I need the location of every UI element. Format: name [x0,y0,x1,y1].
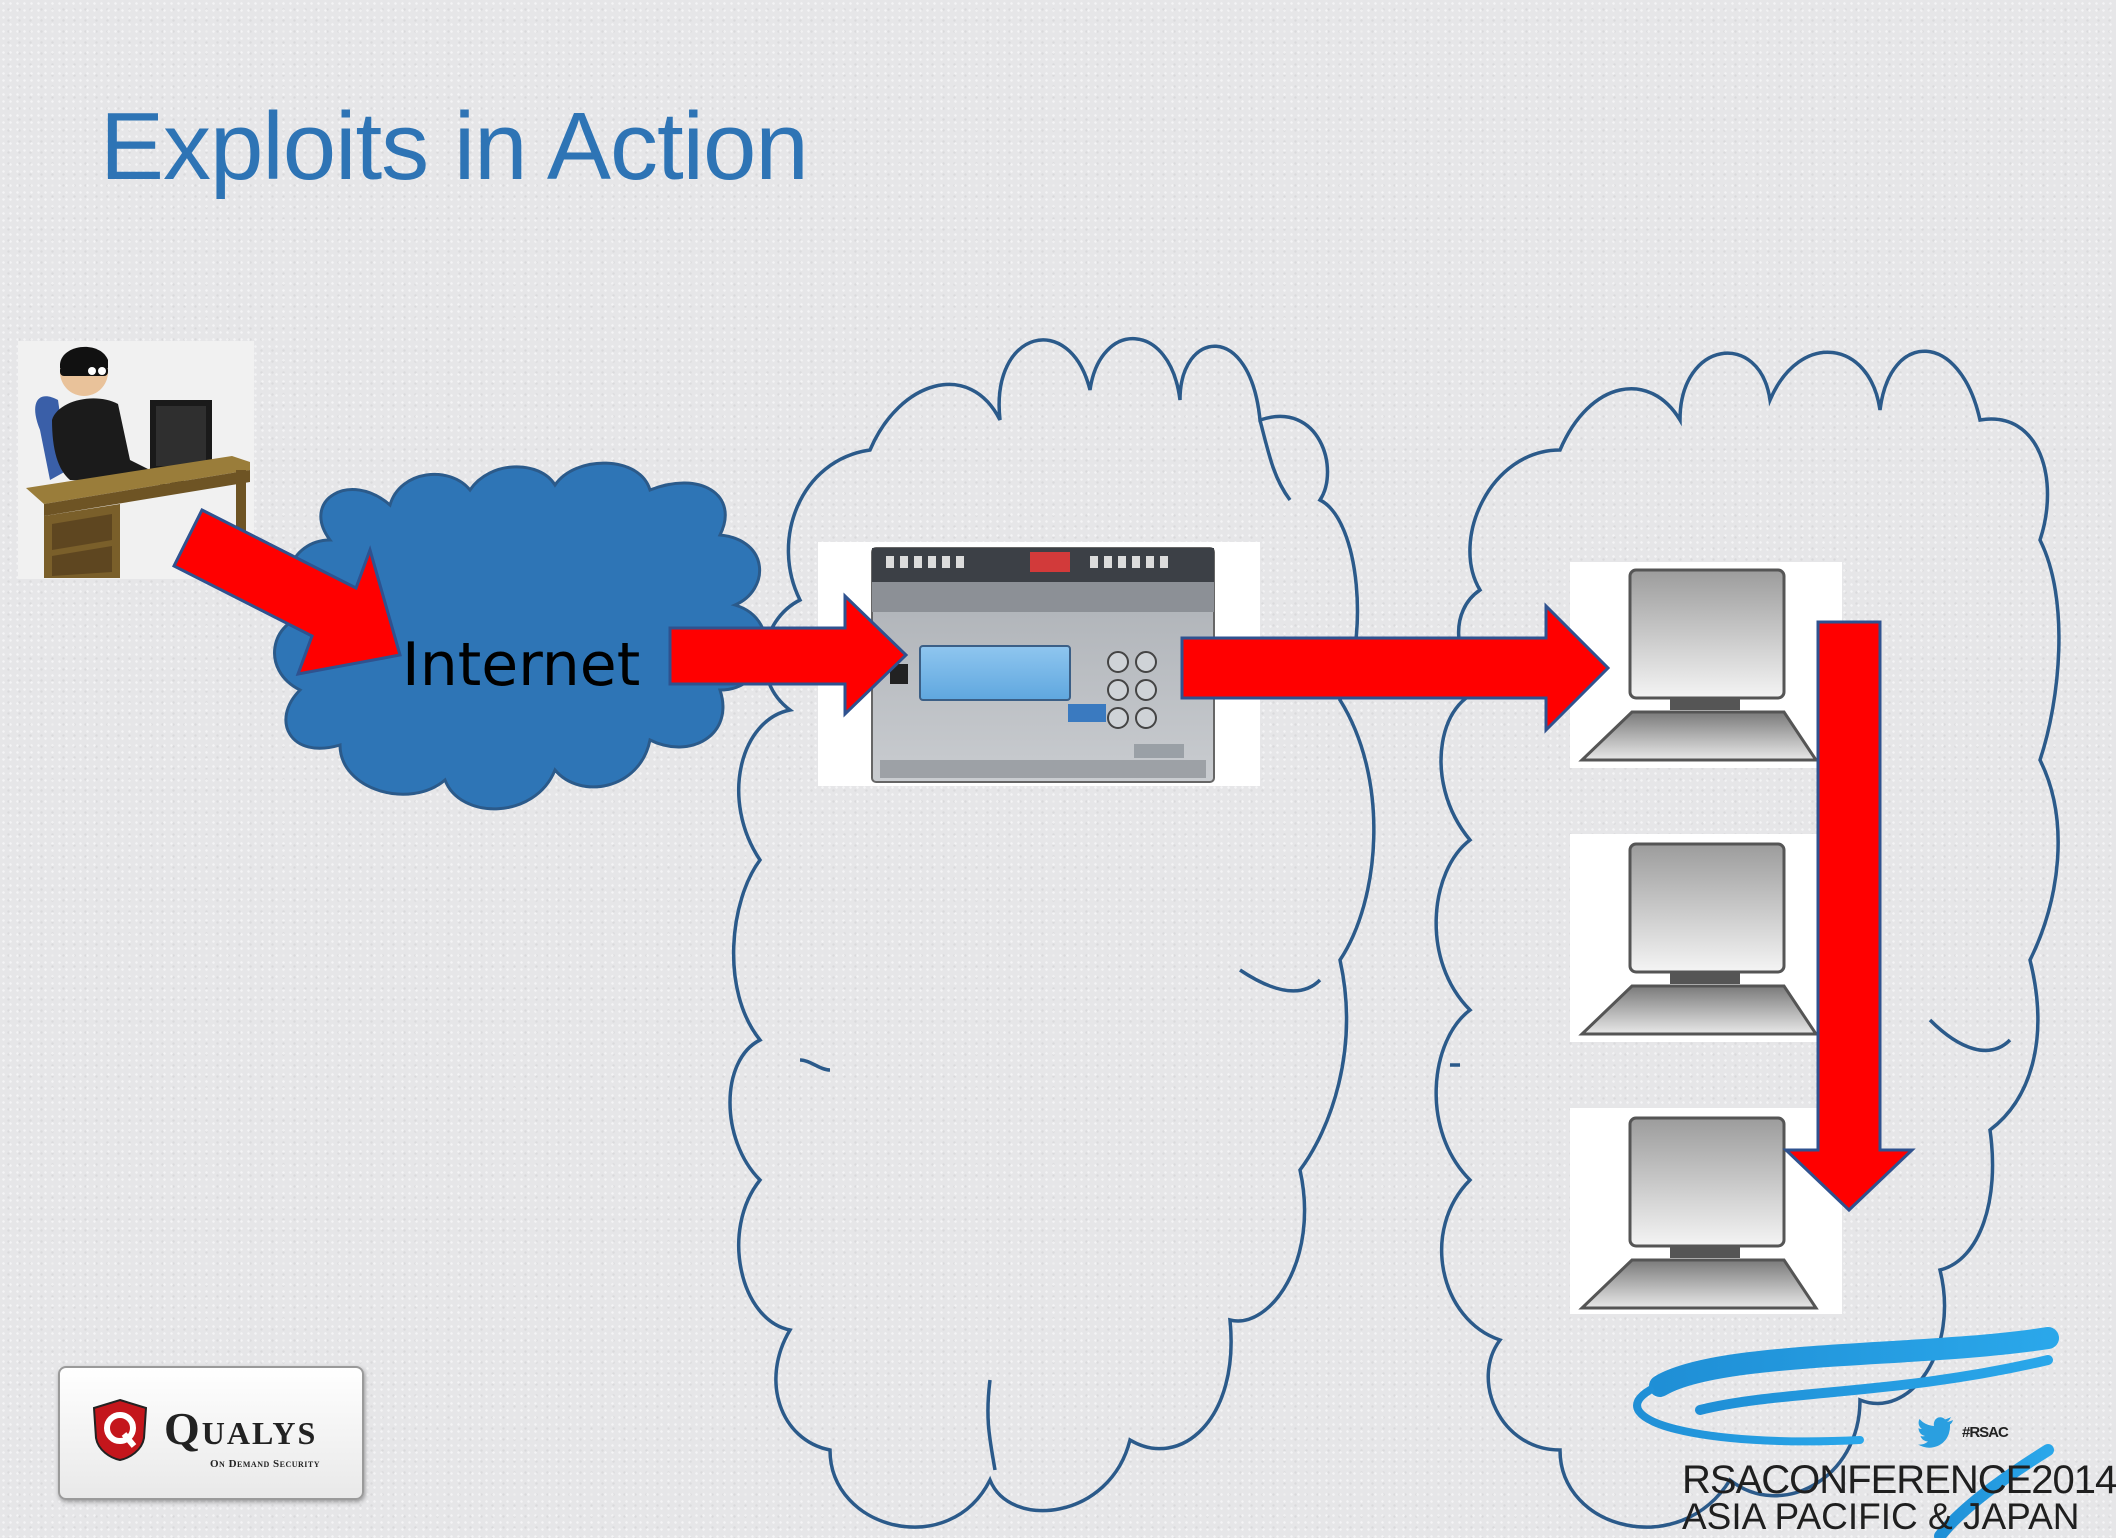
rsa-swoosh [1633,1327,2059,1538]
qualys-tagline: On Demand Security [210,1458,321,1470]
qualys-logo: Qualys On Demand Security [58,1366,364,1500]
arrow-internet-to-device [668,592,909,718]
rsa-conference-region: ASIA PACIFIC & JAPAN [1682,1496,2080,1537]
computer-icon [1570,1108,1842,1314]
network-diagram [18,337,2061,1538]
arrow-attacker-to-internet [171,507,402,676]
computer-icon [1570,562,1842,768]
internet-label: Internet [402,630,641,700]
twitter-bird-icon [1918,1417,1953,1448]
rsa-hashtag: #RSAC [1962,1424,2009,1441]
qualys-name: Qualys [164,1403,318,1454]
q-shield-icon [92,1398,148,1462]
arrow-down-computers [1782,620,1916,1213]
computer-icon [1570,834,1842,1042]
arrow-device-to-computer [1180,602,1611,734]
rsa-conference-name: RSACONFERENCE2014 [1682,1458,2116,1502]
internet-cloud [273,461,768,811]
slide-title: Exploits in Action [100,93,809,200]
network-cloud-left [728,337,1376,1529]
